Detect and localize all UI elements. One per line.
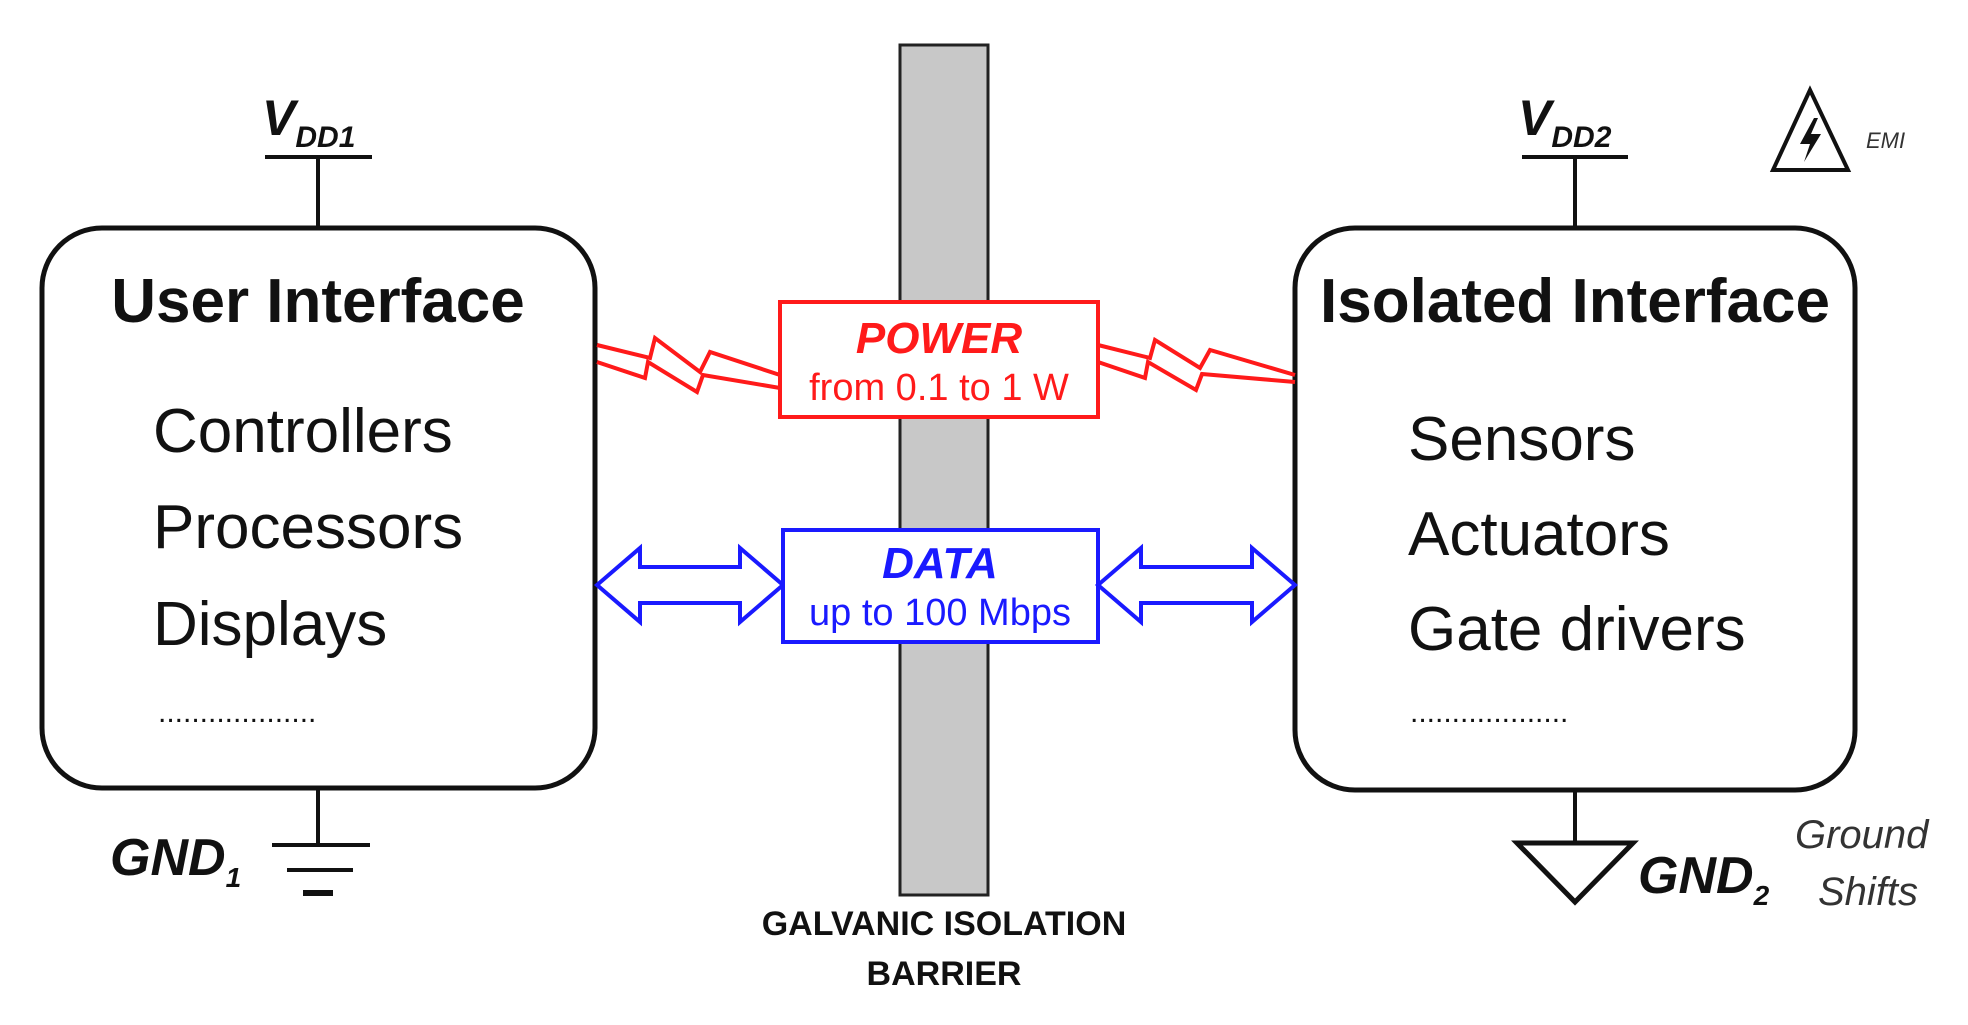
gnd2-subscript: 2 (1753, 880, 1770, 911)
vdd1-label: V (262, 90, 299, 146)
svg-text:GND1: GND1 (110, 829, 241, 893)
vdd1-supply: VDD1 (262, 90, 372, 228)
ground-1: GND1 (110, 788, 370, 896)
barrier-label-line2: BARRIER (867, 955, 1022, 993)
ground-2: GND2 (1511, 790, 1770, 911)
vdd2-subscript: DD2 (1551, 121, 1611, 154)
left-item-1: Controllers (153, 397, 453, 466)
vdd2-label: V (1518, 90, 1555, 146)
ground-shifts-line2: Shifts (1818, 870, 1918, 914)
data-arrow-left (593, 543, 787, 627)
left-item-2: Processors (153, 493, 463, 562)
svg-text:VDD1: VDD1 (262, 90, 355, 154)
power-channel: POWER from 0.1 to 1 W (596, 300, 1296, 419)
ground-shifts-line1: Ground (1795, 813, 1930, 857)
isolation-barrier (898, 43, 990, 897)
barrier-label-line1: GALVANIC ISOLATION (762, 905, 1127, 943)
right-item-3: Gate drivers (1408, 595, 1746, 664)
lightning-warning-icon (1769, 85, 1852, 172)
emi-label: EMI (1866, 128, 1905, 153)
gnd1-subscript: 1 (226, 862, 242, 893)
power-lightning-left (596, 334, 781, 377)
svg-text:GND2: GND2 (1638, 847, 1770, 911)
data-channel: DATA up to 100 Mbps (593, 528, 1299, 644)
svg-text:VDD2: VDD2 (1518, 90, 1612, 154)
isolated-interface-title: Isolated Interface (1320, 267, 1830, 336)
left-ellipsis: ................... (158, 696, 316, 729)
left-item-3: Displays (153, 590, 387, 659)
user-interface-title: User Interface (111, 267, 525, 336)
signal-ground-icon (1511, 840, 1639, 906)
power-subtitle: from 0.1 to 1 W (809, 367, 1069, 409)
right-item-2: Actuators (1408, 500, 1670, 569)
power-label-box (778, 300, 1100, 419)
right-item-1: Sensors (1408, 405, 1635, 474)
power-title: POWER (856, 314, 1022, 363)
right-ellipsis: ................... (1410, 696, 1568, 729)
gnd1-label: GND (110, 829, 226, 887)
vdd1-subscript: DD1 (295, 121, 355, 154)
data-arrow-right (1094, 543, 1299, 627)
gnd2-label: GND (1638, 847, 1754, 905)
data-subtitle: up to 100 Mbps (809, 592, 1071, 634)
vdd2-supply: VDD2 (1518, 90, 1628, 228)
power-lightning-right (1097, 336, 1296, 377)
data-title: DATA (882, 539, 998, 588)
